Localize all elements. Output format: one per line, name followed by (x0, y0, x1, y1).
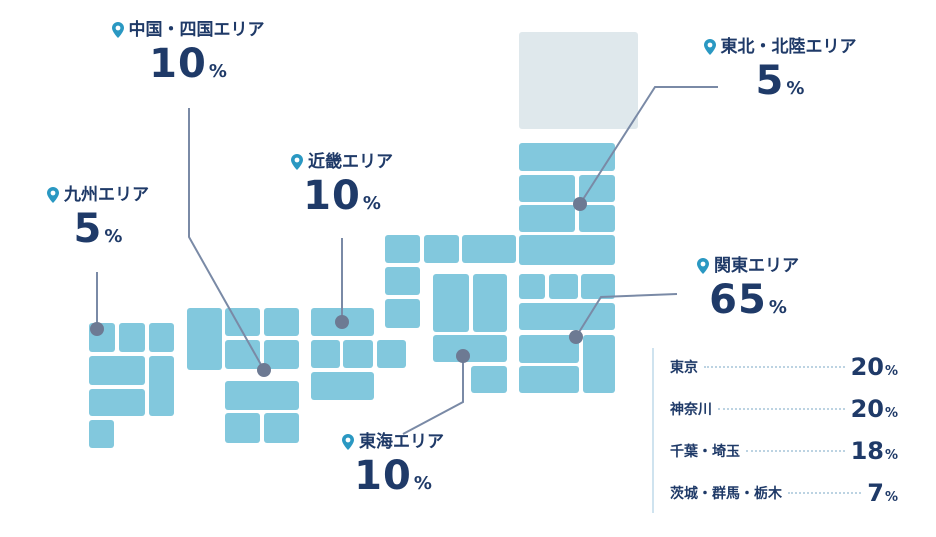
region-value: 10 (149, 41, 207, 87)
dotted-leader (788, 492, 862, 494)
connector-markers (90, 197, 587, 377)
marker-kyushu (90, 322, 104, 336)
region-value: 5 (755, 58, 785, 104)
region-value: 65 (709, 277, 767, 323)
region-unit: % (786, 78, 805, 99)
breakdown-value: 20 (850, 395, 884, 423)
hokuriku-tiles (385, 235, 516, 328)
kinki-tiles (311, 308, 406, 400)
kyushu-tiles (89, 323, 174, 448)
region-unit: % (768, 297, 787, 318)
breakdown-label: 東京 (670, 360, 698, 376)
breakdown-row: 茨城・群馬・栃木 7% (670, 480, 898, 506)
tile-hokkaido (519, 32, 638, 129)
marker-kanto (569, 330, 583, 344)
breakdown-value: 18 (850, 437, 884, 465)
region-name: 中国・四国エリア (128, 20, 265, 40)
tohoku-tiles (519, 143, 615, 265)
map-pin-icon (697, 258, 709, 274)
region-value: 10 (303, 173, 361, 219)
breakdown-row: 千葉・埼玉 18% (670, 438, 898, 464)
kanto-breakdown-list: 東京 20% 神奈川 20% 千葉・埼玉 18% 茨城・群馬・栃木 7% (652, 348, 898, 513)
connector-tohoku-hokuriku (579, 86, 718, 205)
breakdown-value: 20 (850, 353, 884, 381)
region-unit: % (362, 193, 381, 214)
connector-kanto (575, 293, 678, 338)
region-value: 5 (73, 206, 103, 252)
region-name: 東海エリア (359, 432, 444, 452)
dotted-leader (718, 408, 845, 410)
region-name: 九州エリア (64, 185, 149, 205)
map-pin-icon (111, 22, 124, 38)
region-unit: % (104, 226, 123, 247)
marker-tokai (456, 349, 470, 363)
region-chugoku-shikoku: 中国・四国エリア 10% (88, 20, 288, 84)
breakdown-unit: % (884, 406, 898, 421)
marker-chugoku-shikoku (257, 363, 271, 377)
region-kanto: 関東エリア 65% (673, 256, 823, 320)
region-name: 東北・北陸エリア (720, 37, 857, 57)
region-name: 近畿エリア (308, 152, 393, 172)
connector-chugoku-shikoku (188, 108, 265, 371)
dotted-leader (746, 450, 845, 452)
map-pin-icon (47, 187, 59, 203)
breakdown-row: 東京 20% (670, 354, 898, 380)
region-tohoku-hokuriku: 東北・北陸エリア 5% (680, 37, 880, 101)
marker-tohoku-hokuriku (573, 197, 587, 211)
chugoku-shikoku-tiles (187, 308, 299, 443)
region-kyushu: 九州エリア 5% (28, 185, 168, 249)
tokai-tiles (433, 274, 507, 393)
breakdown-unit: % (884, 364, 898, 379)
breakdown-unit: % (884, 490, 898, 505)
dotted-leader (704, 366, 845, 368)
breakdown-label: 神奈川 (670, 402, 712, 418)
region-tokai: 東海エリア 10% (318, 432, 468, 496)
region-unit: % (413, 473, 432, 494)
breakdown-label: 千葉・埼玉 (670, 444, 740, 460)
region-kinki: 近畿エリア 10% (267, 152, 417, 216)
breakdown-value: 7 (867, 479, 884, 507)
connector-tokai (402, 356, 464, 435)
breakdown-row: 神奈川 20% (670, 396, 898, 422)
marker-kinki (335, 315, 349, 329)
map-pin-icon (342, 434, 354, 450)
breakdown-label: 茨城・群馬・栃木 (670, 486, 782, 502)
map-pin-icon (703, 39, 716, 55)
map-pin-icon (291, 154, 303, 170)
region-unit: % (208, 61, 227, 82)
connector-lines (96, 86, 718, 435)
kanto-tiles (519, 274, 615, 393)
breakdown-unit: % (884, 448, 898, 463)
region-value: 10 (354, 453, 412, 499)
region-name: 関東エリア (714, 256, 799, 276)
